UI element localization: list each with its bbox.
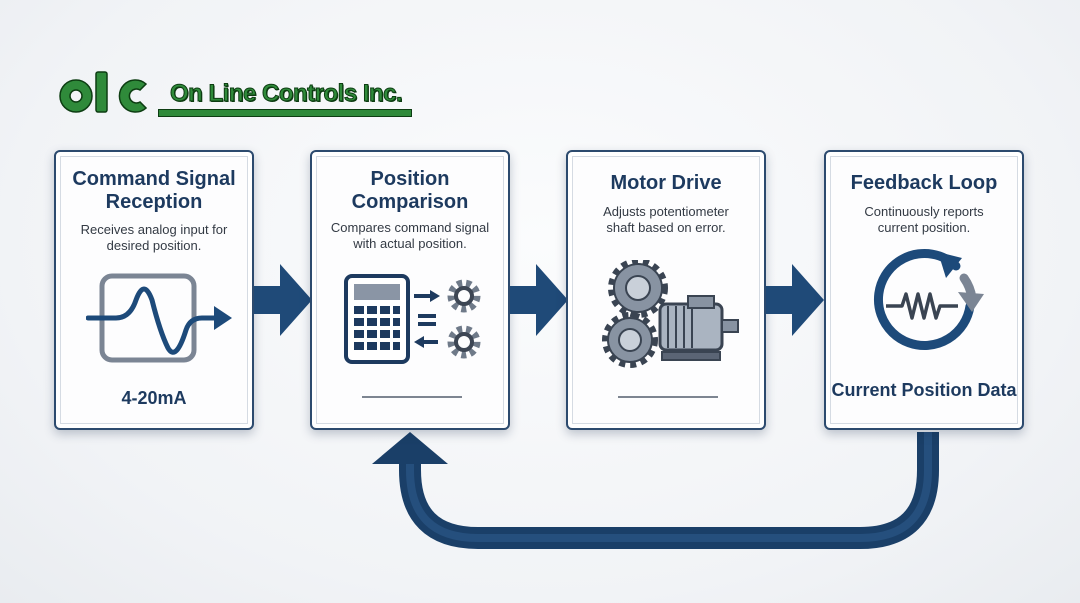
circular-arrow-resistor-icon bbox=[873, 249, 984, 350]
step-title: Feedback Loop bbox=[850, 172, 998, 194]
step-card-motor-drive: Motor Drive Adjusts potentiometer shaft … bbox=[566, 150, 766, 430]
step-description: Continuously reports current position. bbox=[864, 204, 984, 235]
company-name: On Line Controls Inc. bbox=[169, 80, 403, 108]
step-title: Position Comparison bbox=[351, 168, 469, 213]
calculator-gears-icon bbox=[344, 274, 481, 364]
gears-motor-icon bbox=[602, 260, 739, 368]
olc-logo bbox=[59, 71, 148, 113]
signal-range-label: 4-20mA bbox=[121, 388, 187, 408]
step-title: Motor Drive bbox=[610, 172, 722, 194]
position-data-label: Current Position Data bbox=[831, 380, 1017, 400]
step-description: Adjusts potentiometer shaft based on err… bbox=[603, 204, 729, 235]
step-description: Receives analog input for desired positi… bbox=[80, 222, 228, 253]
step-card-command-signal: Command Signal Reception Receives analog… bbox=[54, 150, 254, 430]
step-title: Command Signal Reception bbox=[72, 168, 236, 213]
flow-arrow-1 bbox=[254, 264, 312, 336]
flow-arrow-3 bbox=[766, 264, 824, 336]
divider-line bbox=[618, 396, 718, 398]
flow-arrow-2 bbox=[510, 264, 568, 336]
step-description: Compares command signal with actual posi… bbox=[330, 220, 490, 251]
logo-underline bbox=[158, 109, 412, 117]
divider-line bbox=[362, 396, 462, 398]
sine-wave-signal-icon bbox=[86, 273, 232, 363]
step-card-position-comparison: Position Comparison Compares command sig… bbox=[310, 150, 510, 430]
step-card-feedback-loop: Feedback Loop Continuously reports curre… bbox=[824, 150, 1024, 430]
